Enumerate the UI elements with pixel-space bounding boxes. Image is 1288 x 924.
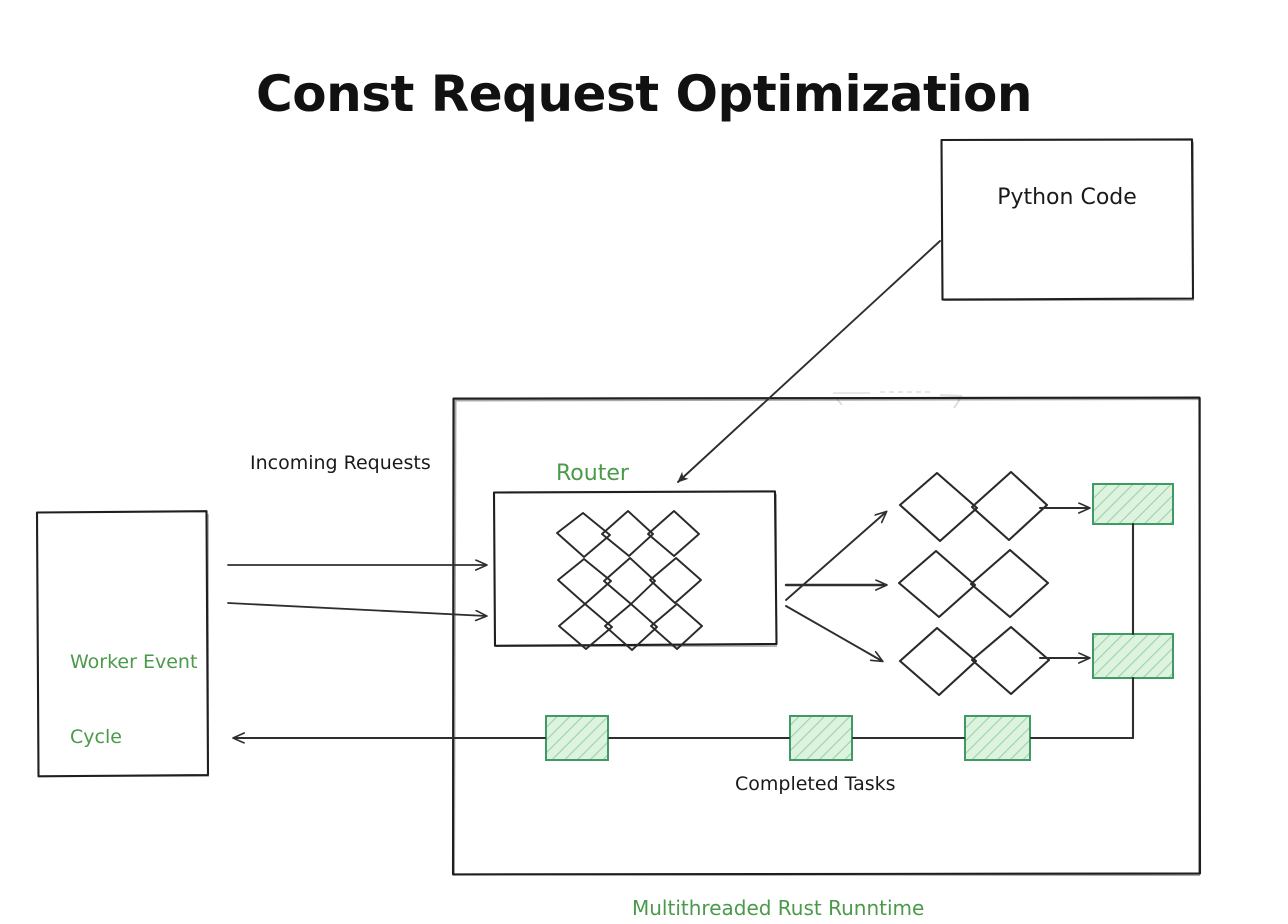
router-box-outline <box>492 490 778 647</box>
green-task-boxes[interactable] <box>545 483 1174 761</box>
worker-diamond <box>898 471 979 543</box>
completed-task-box-2 <box>789 715 853 761</box>
worker-event-cycle-node[interactable] <box>35 510 210 778</box>
worker-diamond <box>970 625 1051 696</box>
router-diamond-grid <box>556 510 703 651</box>
python-code-to-router-arrow <box>677 240 941 483</box>
worker-diamond-pairs <box>897 470 1051 697</box>
task-result-box-bottom <box>1092 633 1174 679</box>
worker-diamond <box>970 470 1049 542</box>
connectors <box>227 240 1135 738</box>
worker-diamond <box>898 626 978 697</box>
worker-diamond <box>969 548 1050 619</box>
python-code-node[interactable] <box>940 138 1195 301</box>
completed-task-box-1 <box>545 715 609 761</box>
python-code-box-outline <box>940 138 1195 301</box>
task-result-box-top <box>1092 483 1174 525</box>
worker-event-cycle-box-outline <box>35 510 210 778</box>
completed-task-box-3 <box>964 715 1031 761</box>
router-node[interactable] <box>492 490 778 651</box>
worker-diamond <box>897 549 977 619</box>
router-to-worker-row-3-arrow <box>785 605 882 661</box>
rust-runtime-border <box>451 396 1202 876</box>
incoming-request-arrow-2 <box>227 602 486 616</box>
faint-residual-marks <box>833 391 963 409</box>
